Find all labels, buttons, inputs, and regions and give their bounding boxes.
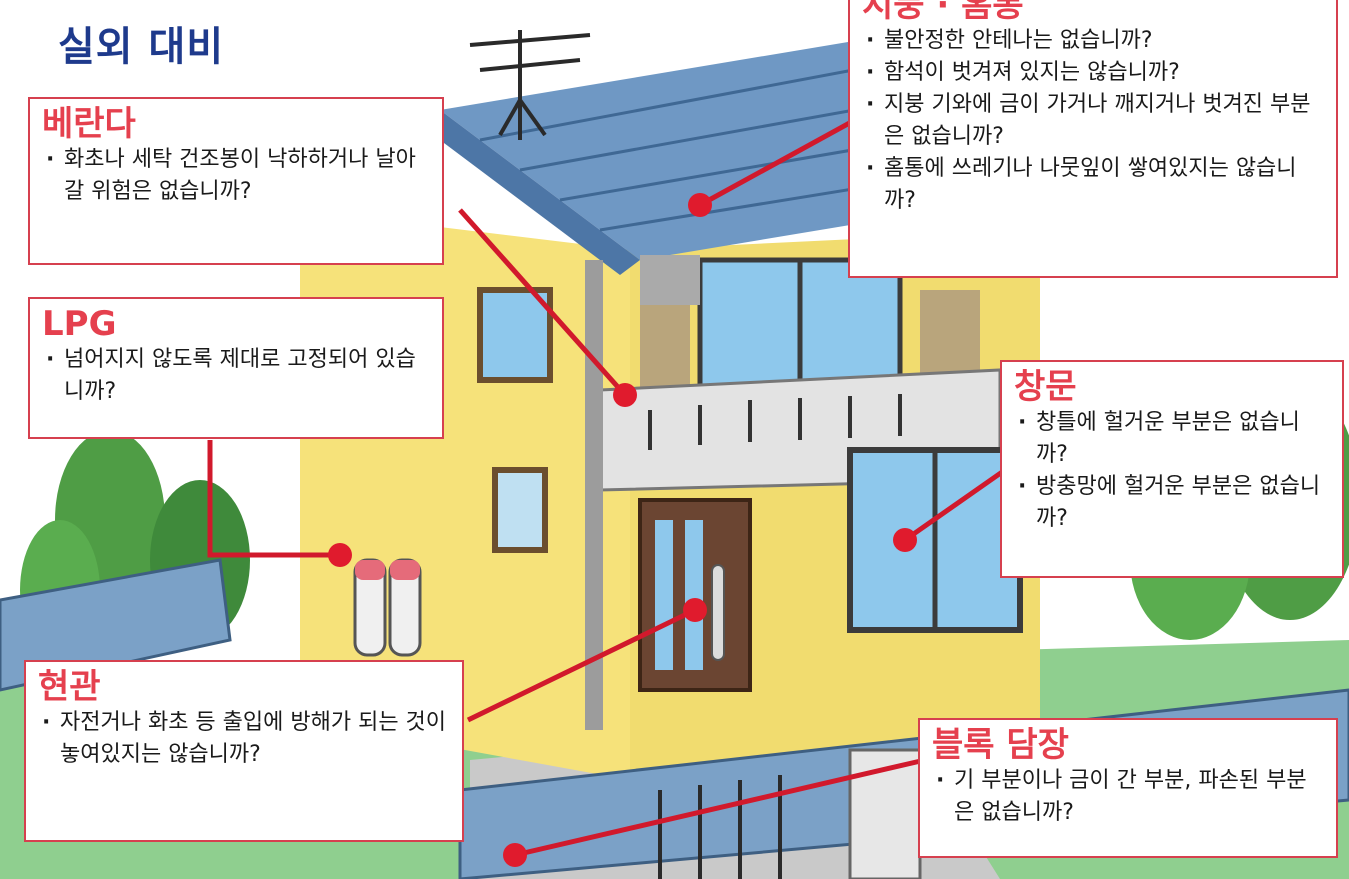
dot-window xyxy=(893,528,917,552)
side-louver-window xyxy=(492,467,548,553)
roof-front-edge xyxy=(420,110,640,275)
callout-title: 베란다 xyxy=(42,104,136,144)
callout-item: 함석이 벗겨져 있지는 않습니까? xyxy=(862,57,1324,89)
block-wall-left xyxy=(0,558,232,692)
dot-roof xyxy=(688,193,712,217)
leader-lpg xyxy=(207,440,340,558)
callout-title: LPG xyxy=(42,304,117,344)
callout-entrance: 현관 자전거나 화초 등 출입에 방해가 되는 것이 놓여있지는 않습니까? xyxy=(24,660,464,842)
callout-item: 지붕 기와에 금이 가거나 깨지거나 벗겨진 부분은 없습니까? xyxy=(862,89,1324,153)
callout-item: 넘어지지 않도록 제대로 고정되어 있습니까? xyxy=(42,344,430,408)
upper-window-left xyxy=(477,287,553,383)
callout-item: 방충망에 헐거운 부분은 없습니까? xyxy=(1014,471,1330,535)
leader-entrance xyxy=(466,607,697,723)
dot-block-wall xyxy=(503,843,527,867)
callout-item: 화초나 세탁 건조봉이 낙하하거나 날아갈 위험은 없습니까? xyxy=(42,144,430,208)
callout-block-wall: 블록 담장 기 부분이나 금이 간 부분, 파손된 부분은 없습니까? xyxy=(918,718,1338,858)
page-title: 실외 대비 xyxy=(58,24,225,70)
leader-window xyxy=(903,467,1007,543)
callout-title: 블록 담장 xyxy=(932,725,1069,765)
leader-veranda xyxy=(458,208,627,397)
callout-title: 현관 xyxy=(38,667,101,707)
drainpipe xyxy=(585,260,603,730)
antenna xyxy=(469,30,591,140)
callout-item: 자전거나 화초 등 출입에 방해가 되는 것이 놓여있지는 않습니까? xyxy=(38,707,450,771)
dot-veranda xyxy=(613,383,637,407)
callout-window: 창문 창틀에 헐거운 부분은 없습니까? 방충망에 헐거운 부분은 없습니까? xyxy=(1000,360,1344,578)
shutter-left xyxy=(640,290,690,390)
callout-item: 홈통에 쓰레기나 나뭇잎이 쌓여있지는 않습니까? xyxy=(862,153,1324,217)
callout-roof: 지붕 · 홈통 불안정한 안테나는 없습니까? 함석이 벗겨져 있지는 않습니까… xyxy=(848,0,1338,278)
dot-entrance xyxy=(683,598,707,622)
leader-block-wall xyxy=(514,757,926,858)
callout-item: 창틀에 헐거운 부분은 없습니까? xyxy=(1014,407,1330,471)
callout-title: 지붕 · 홈통 xyxy=(862,0,1024,25)
callout-lpg: LPG 넘어지지 않도록 제대로 고정되어 있습니까? xyxy=(28,297,444,439)
dot-lpg xyxy=(328,543,352,567)
callout-item: 불안정한 안테나는 없습니까? xyxy=(862,25,1324,57)
callout-veranda: 베란다 화초나 세탁 건조봉이 낙하하거나 날아갈 위험은 없습니까? xyxy=(28,97,444,265)
leader-roof xyxy=(698,117,857,208)
door-handle xyxy=(711,564,725,661)
callout-item: 기 부분이나 금이 간 부분, 파손된 부분은 없습니까? xyxy=(932,765,1324,829)
callout-title: 창문 xyxy=(1014,367,1077,407)
